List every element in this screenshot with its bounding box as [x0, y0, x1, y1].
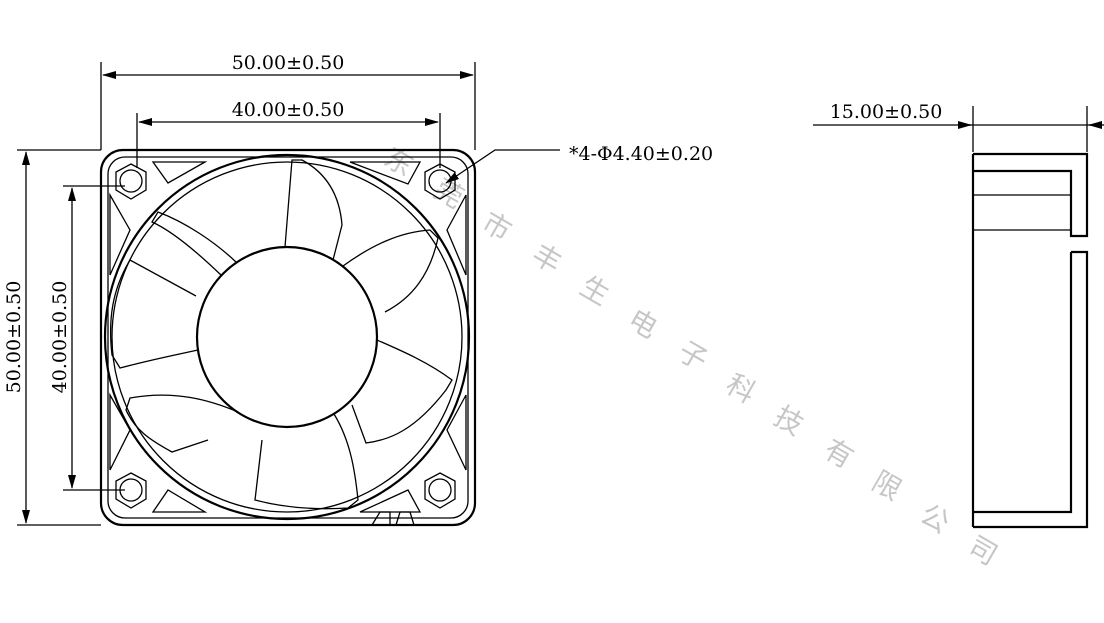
fan-bore-inner [111, 161, 463, 513]
corner-web-right-bottom [446, 394, 467, 471]
watermark-char: 有 [819, 432, 860, 475]
side-body-bottom [973, 250, 1089, 529]
watermark-char: 公 [915, 497, 956, 540]
fan-blade [351, 339, 453, 444]
corner-web-top-right [349, 161, 422, 185]
hole-callout-text: *4-Φ4.40±0.20 [569, 143, 713, 165]
corner-web-right-top [446, 194, 467, 276]
corner-web-left-top [109, 192, 131, 276]
corner-web-top [151, 161, 208, 184]
watermark-char: 科 [721, 367, 762, 410]
hole-callout-leader [445, 149, 560, 184]
fan-bore-outer [103, 153, 471, 521]
mounting-hole-top-left [115, 163, 147, 200]
thickness-dimension-text: 15.00±0.50 [830, 101, 943, 123]
watermark-char: 子 [673, 334, 714, 377]
fan-blade [342, 229, 439, 313]
watermark-char: 莞 [429, 172, 470, 215]
fan-blades [109, 159, 453, 510]
fan-blade [125, 394, 239, 453]
watermark-char: 司 [963, 529, 1004, 572]
corner-web-bottom-left [151, 489, 208, 513]
front-view: 50.00±0.50 40.00±0.50 50.00±0.50 40.00±0… [3, 52, 713, 527]
fan-blade [254, 413, 359, 510]
mounting-hole-bottom-right [424, 472, 456, 509]
fan-blade [109, 259, 199, 369]
corner-web-bottom-right [359, 489, 422, 513]
side-view: 15.00±0.50 [813, 101, 1104, 529]
hole-spacing-h-dimension-text: 40.00±0.50 [232, 99, 345, 121]
fan-blade [284, 159, 343, 261]
watermark-char: 东 [379, 140, 420, 183]
watermark-char: 电 [623, 302, 664, 345]
watermark: 东 莞 市 丰 生 电 子 科 技 有 限 公 司 [379, 140, 1004, 572]
width-dimension-text: 50.00±0.50 [232, 52, 345, 74]
fan-hub [195, 245, 379, 429]
fan-blade [151, 211, 237, 277]
watermark-char: 丰 [527, 237, 568, 280]
watermark-char: 限 [867, 464, 908, 507]
side-body-top [973, 152, 1089, 238]
watermark-char: 市 [477, 205, 518, 248]
watermark-char: 技 [769, 399, 810, 442]
height-dimension-text: 50.00±0.50 [3, 281, 25, 394]
corner-web-left-bottom [109, 392, 131, 471]
watermark-char: 生 [575, 269, 616, 312]
fan-frame-outline [99, 148, 477, 527]
hole-spacing-v-dimension-text: 40.00±0.50 [49, 281, 71, 394]
extension-lines [17, 62, 476, 526]
